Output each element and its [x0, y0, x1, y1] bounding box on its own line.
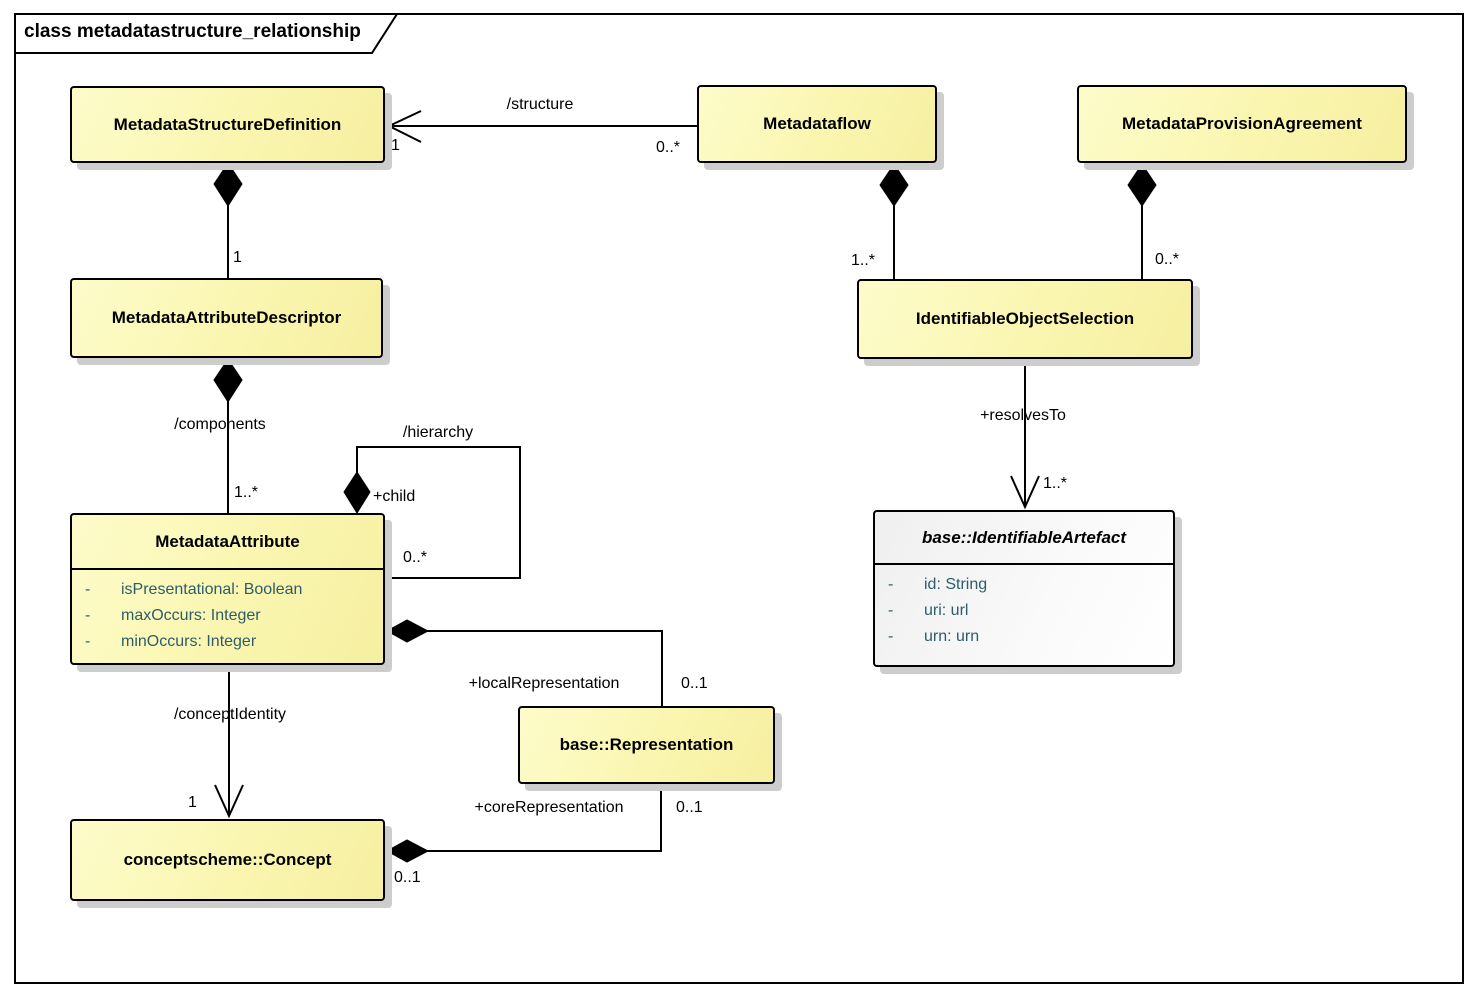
edge-label-concept-identity: /conceptIdentity [173, 706, 287, 723]
edge-label-components: /components [174, 416, 266, 433]
attribute-text: uri: url [924, 602, 969, 619]
attribute-row: - urn: urn [875, 624, 1173, 650]
attribute-row: - minOccurs: Integer [72, 629, 383, 655]
attribute-row: - id: String [875, 572, 1173, 598]
attribute-visibility: - [888, 628, 894, 645]
class-name: Metadataflow [763, 114, 871, 133]
attribute-text: maxOccurs: Integer [121, 607, 261, 624]
class-name: base::IdentifiableArtefact [921, 527, 1127, 547]
attribute-visibility: - [85, 581, 91, 598]
multiplicity-concept-identity: 1 [188, 794, 197, 811]
class-base-representation: base::Representation [518, 706, 775, 784]
class-conceptscheme-concept: conceptscheme::Concept [70, 819, 385, 901]
attribute-visibility: - [888, 602, 894, 619]
attribute-visibility: - [888, 576, 894, 593]
class-metadata-provision-agreement: MetadataProvisionAgreement [1077, 85, 1407, 163]
attribute-row: - isPresentational: Boolean [72, 577, 383, 603]
attribute-visibility: - [85, 633, 91, 650]
multiplicity-components: 1..* [234, 484, 259, 501]
class-name: base::Representation [559, 735, 734, 754]
class-name: MetadataAttributeDescriptor [111, 308, 342, 327]
attribute-compartment: - id: String - uri: url - urn: urn [875, 563, 1173, 665]
edge-label-resolves-to: +resolvesTo [980, 407, 1066, 424]
composite-diamond-metadataflow [879, 163, 909, 207]
multiplicity-metadataflow-selection: 1..* [851, 252, 876, 269]
multiplicity-structure-target: 1 [391, 137, 400, 154]
composite-diamond-local-representation [385, 619, 430, 643]
class-metadataflow: Metadataflow [697, 85, 937, 163]
attribute-text: id: String [924, 576, 988, 593]
edge-role-child: +child [373, 488, 416, 505]
attribute-text: minOccurs: Integer [121, 633, 257, 650]
edge-structure [386, 110, 697, 143]
edge-label-core-representation: +coreRepresentation [474, 799, 624, 816]
edge-core-representation [385, 784, 662, 863]
attribute-text: isPresentational: Boolean [121, 581, 303, 598]
class-metadata-attribute: MetadataAttribute - isPresentational: Bo… [70, 513, 385, 665]
edge-label-hierarchy: /hierarchy [402, 424, 474, 441]
diagram-title: class metadatastructure_relationship [24, 21, 361, 42]
attribute-text: urn: urn [924, 628, 980, 645]
class-name: conceptscheme::Concept [123, 850, 332, 869]
composite-diamond-hierarchy [343, 471, 371, 514]
multiplicity-local-representation: 0..1 [681, 675, 708, 692]
edge-resolves-to [1010, 359, 1040, 510]
attribute-compartment: - isPresentational: Boolean - maxOccurs:… [72, 568, 383, 663]
multiplicity-msd-descriptor: 1 [233, 249, 242, 266]
class-name: MetadataAttribute [155, 531, 300, 551]
multiplicity-hierarchy: 0..* [403, 549, 428, 566]
open-arrowhead-structure [386, 110, 422, 143]
attribute-visibility: - [85, 607, 91, 624]
edge-concept-identity [214, 665, 244, 819]
edge-label-local-representation: +localRepresentation [468, 675, 620, 692]
composite-diamond-components [213, 358, 243, 403]
class-name: IdentifiableObjectSelection [915, 309, 1135, 328]
diagram-title-tab [14, 13, 399, 54]
class-name: MetadataStructureDefinition [113, 114, 342, 134]
edge-hierarchy-line [356, 446, 521, 579]
composite-diamond-msd [213, 162, 243, 207]
multiplicity-core-representation: 0..1 [676, 799, 703, 816]
multiplicity-resolves-to: 1..* [1043, 475, 1068, 492]
edge-metadataflow-selection [879, 163, 909, 280]
composite-diamond-provision [1127, 163, 1157, 207]
edge-local-representation-line [426, 630, 663, 706]
open-arrowhead-concept-identity [214, 784, 244, 819]
edge-msd-descriptor [213, 162, 243, 278]
open-arrowhead-resolves-to [1010, 475, 1040, 510]
edge-provision-selection [1127, 163, 1157, 280]
class-name: MetadataProvisionAgreement [1122, 114, 1362, 133]
composite-diamond-core-representation [385, 839, 430, 863]
edge-components [213, 358, 243, 513]
edge-core-representation-line [426, 784, 662, 852]
attribute-row: - uri: url [875, 598, 1173, 624]
multiplicity-provision-selection: 0..* [1155, 251, 1180, 268]
diagram-frame-border [14, 13, 1464, 984]
class-identifiable-object-selection: IdentifiableObjectSelection [857, 279, 1193, 359]
attribute-row: - maxOccurs: Integer [72, 603, 383, 629]
class-metadata-structure-definition: MetadataStructureDefinition [70, 86, 385, 163]
multiplicity-core-representation-source: 0..1 [394, 869, 421, 886]
edge-local-representation [385, 619, 663, 706]
multiplicity-structure-source: 0..* [656, 139, 681, 156]
edge-label-structure: /structure [506, 96, 574, 113]
class-metadata-attribute-descriptor: MetadataAttributeDescriptor [70, 278, 383, 358]
class-base-identifiable-artefact: base::IdentifiableArtefact - id: String … [873, 510, 1175, 667]
